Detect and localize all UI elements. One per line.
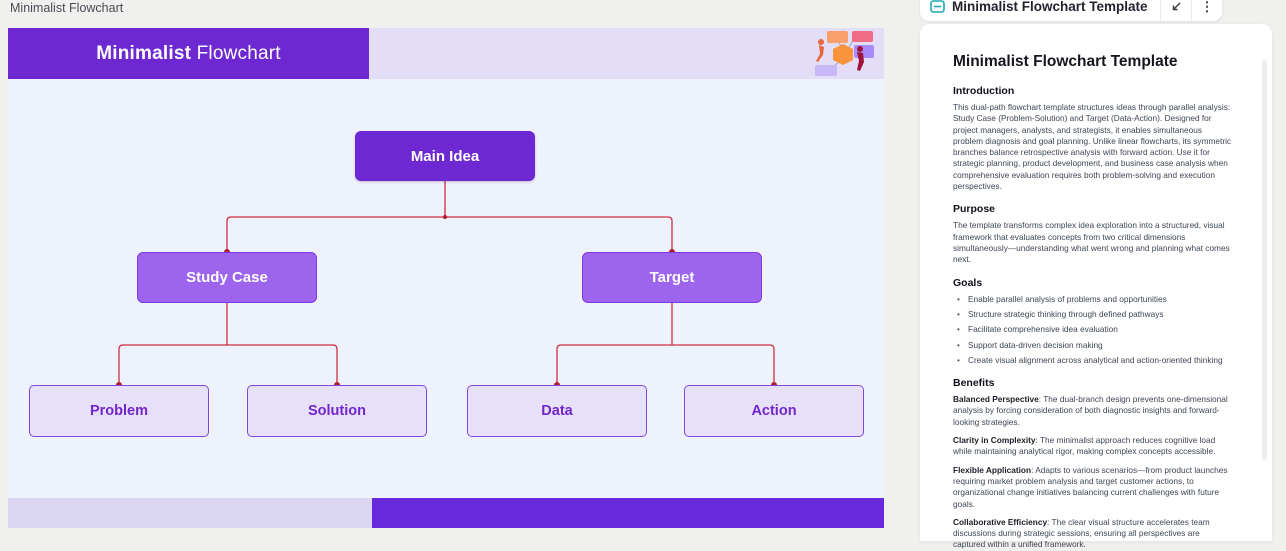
expand-button[interactable] bbox=[1160, 0, 1191, 21]
template-doc-icon bbox=[930, 0, 945, 13]
more-options-button[interactable]: ⋮ bbox=[1191, 0, 1222, 21]
node-solution[interactable]: Solution bbox=[247, 385, 427, 437]
benefit-item: Balanced Perspective: The dual-branch de… bbox=[953, 394, 1228, 427]
kebab-menu-icon: ⋮ bbox=[1200, 0, 1214, 14]
banner-background: Minimalist Flowchart bbox=[8, 28, 884, 79]
panel-header: Minimalist Flowchart Template ⋮ bbox=[920, 0, 1222, 21]
banner-title-block[interactable]: Minimalist Flowchart bbox=[8, 28, 369, 79]
purpose-text: The template transforms complex idea exp… bbox=[953, 220, 1230, 265]
section-purpose: Purpose bbox=[953, 203, 996, 216]
node-study-case[interactable]: Study Case bbox=[137, 252, 317, 303]
node-data[interactable]: Data bbox=[467, 385, 647, 437]
node-main-idea[interactable]: Main Idea bbox=[355, 131, 535, 181]
benefit-item: Collaborative Efficiency: The clear visu… bbox=[953, 516, 1210, 550]
template-info-panel: Minimalist Flowchart Template Introducti… bbox=[920, 24, 1272, 549]
goal-item: Structure strategic thinking through def… bbox=[955, 309, 1232, 320]
node-target[interactable]: Target bbox=[582, 252, 762, 303]
goal-item: Enable parallel analysis of problems and… bbox=[955, 294, 1232, 305]
goals-list: Enable parallel analysis of problems and… bbox=[955, 294, 1232, 367]
section-introduction: Introduction bbox=[953, 85, 1015, 97]
expand-arrow-icon bbox=[1172, 2, 1180, 10]
section-goals: Goals bbox=[953, 276, 983, 289]
doc-title: Minimalist Flowchart Template bbox=[953, 53, 1178, 70]
node-action[interactable]: Action bbox=[684, 385, 864, 437]
node-problem[interactable]: Problem bbox=[29, 385, 209, 437]
banner-title: Minimalist Flowchart bbox=[96, 42, 281, 64]
benefit-item: Flexible Application: Adapts to various … bbox=[953, 464, 1228, 509]
goal-item: Support data-driven decision making bbox=[955, 340, 1232, 351]
flowchart-illustration bbox=[815, 31, 874, 76]
flowchart-canvas[interactable]: Minimalist Flowchart bbox=[8, 28, 884, 528]
goal-item: Create visual alignment across analytica… bbox=[955, 355, 1232, 366]
benefit-item: Clarity in Complexity: The minimalist ap… bbox=[953, 435, 1216, 457]
section-benefits: Benefits bbox=[953, 377, 995, 390]
panel-header-title: Minimalist Flowchart Template bbox=[952, 0, 1148, 14]
footer-bar-purple bbox=[372, 498, 884, 528]
board-title-breadcrumb: Minimalist Flowchart bbox=[10, 1, 124, 15]
footer-bar-lavender bbox=[8, 498, 372, 528]
introduction-text: This dual-path flowchart template struct… bbox=[953, 102, 1232, 192]
panel-scrollbar[interactable] bbox=[1262, 60, 1267, 460]
goal-item: Facilitate comprehensive idea evaluation bbox=[955, 324, 1232, 335]
template-doc: Minimalist Flowchart Template Introducti… bbox=[920, 24, 1272, 551]
